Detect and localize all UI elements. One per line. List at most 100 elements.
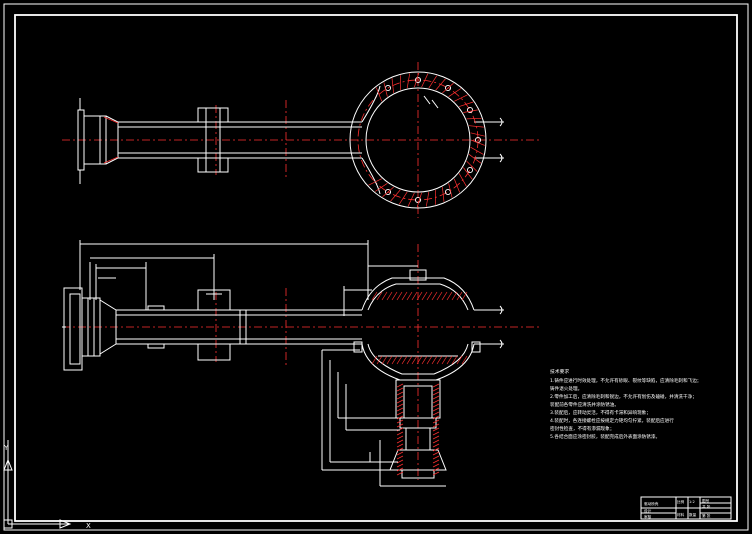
housing-inner-ring [365,87,471,193]
hatch-line [432,471,440,476]
hatch-line [432,407,440,412]
tb-quantity: 数量 [689,512,697,517]
hatch-line [431,355,438,365]
hatch-line [432,447,440,452]
hatch-line [396,451,404,456]
notes-title: 技术要求 [550,368,569,375]
flange-ring-hatch [368,72,485,208]
hatch-line [432,435,440,440]
hatch-line [446,291,453,301]
hatch-line [396,383,404,388]
title-block[interactable]: 驱动桥壳 比例 1:2 图号 材料 设计 审核 共 张 第 张 数量 [640,496,732,520]
bolt-hole [414,196,422,204]
hatch-line [470,146,484,155]
hatch-line [432,463,440,468]
flange-bolt-left [353,341,363,353]
housing-hatch [371,291,468,365]
ucs-x-arrow-icon [59,519,72,529]
hatch-line [406,73,411,89]
hatch-line [396,391,404,396]
tb-scale-value: 1:2 [689,500,695,504]
hatch-line [432,383,440,388]
tube-taper [105,115,119,165]
pinion-hatch [396,383,440,476]
hatch-line [456,291,463,301]
hatch-line [391,291,398,301]
note-line: 2.零件加工后，应清除毛刺和锐边，不允许有划伤及磕碰，并清洗干净； [550,393,697,400]
tb-sheets-total: 共 张 [702,504,711,509]
housing-top-dome [361,277,475,311]
hatch-line [396,443,404,448]
hatch-line [442,82,454,94]
hatch-line [436,291,443,301]
hatch-line [398,191,408,205]
hatch-line [401,355,408,365]
hatch-line [468,125,484,128]
flange-nut [401,469,435,479]
flange-bolt-right [471,341,481,353]
hatch-line [426,355,433,365]
bolt-hole [384,84,392,92]
bearing-seat [83,115,107,165]
tb-part-name: 驱动桥壳 [644,501,659,506]
hatch-line [411,355,418,365]
left-flange-section [63,287,83,371]
hatch-line [432,387,440,392]
note-line: 3.装配后，应转动灵活，不得有卡滞和异响现象； [550,409,651,416]
hatch-line [396,423,404,428]
housing-cutaway [361,85,381,195]
tb-checker: 审核 [644,514,652,519]
hatch-line [432,467,440,472]
hatch-line [416,355,423,365]
hatch-line [396,471,404,476]
ucs-origin-box [3,519,13,529]
hatch-line [396,455,404,460]
housing-bottom-inner [367,343,469,375]
hatch-line [454,94,468,102]
hatch-line [468,154,482,164]
hatch-line [386,355,393,365]
hatch-line [407,192,415,207]
top-view[interactable] [62,62,540,218]
hatch-line [453,178,461,193]
hatch-line [416,291,423,301]
hatch-line [451,291,458,301]
hatch-line [382,186,394,198]
ucs-y-label: Y [3,444,9,452]
bolt-hole [384,188,392,196]
hatch-line [396,439,404,444]
hatch-line [396,399,404,404]
hatch-line [396,419,404,424]
tb-drawing-no: 图号 [702,498,710,503]
hatch-line [432,411,440,416]
tb-scale-label: 比例 [677,499,685,504]
front-section-view[interactable] [62,240,540,487]
bolt-circle [357,79,479,201]
hatch-line [376,291,383,301]
hatch-line [428,75,438,89]
hatch-line [442,187,445,202]
ucs-y-arrow-icon [3,458,13,471]
technical-notes[interactable]: 技术要求 1.铸件应进行时效处理，不允许有砂眼、裂纹等缺陷，应清除毛刺和飞边； … [550,368,701,440]
hatch-line [391,78,394,93]
hatch-line [406,291,413,301]
hatch-line [432,399,440,404]
note-line: 4.装配时，各连接螺栓应按规定力矩均匀拧紧，装配后应进行 [550,417,674,424]
ucs-icon[interactable]: Y X [3,440,91,530]
hatch-line [391,355,398,365]
hatch-line [432,431,440,436]
tb-designer: 设计 [644,508,652,513]
hatch-line [425,191,430,207]
hatch-line [421,291,428,301]
hatch-line [432,459,440,464]
hatch-line [421,355,428,365]
hatch-line [411,291,418,301]
note-line: 密封性检查，不得有渗漏现象； [550,425,614,432]
hatch-line [432,415,440,420]
hatch-line [466,117,482,120]
hatch-line [401,291,408,301]
hatch-line [396,403,404,408]
hatch-line [463,109,478,113]
